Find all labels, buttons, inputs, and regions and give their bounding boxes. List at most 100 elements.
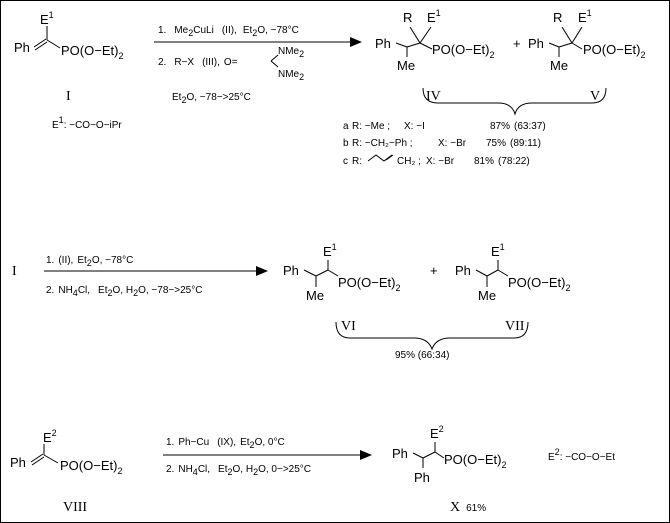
r-group: R: −Me ; — [352, 121, 390, 132]
phenyl-label: Ph — [392, 446, 408, 461]
compound-number: VI — [341, 319, 356, 334]
condition-step-1: 1.Me2CuLi(II),Et2O, −78°C — [158, 25, 299, 38]
bond — [486, 269, 499, 277]
arrowhead — [256, 266, 268, 276]
compound-vii: E1 Ph Me PO(O−Et)2 VII — [455, 242, 570, 334]
dimethylamino-label: NMe2 — [278, 46, 304, 59]
bond — [327, 269, 339, 277]
leaving-group: X: −Br — [426, 156, 455, 167]
compound-vi: E1 Ph Me PO(O−Et)2 VI — [283, 242, 400, 334]
result-row-a: a R: −Me ; X: −I 87% (63:37) — [343, 121, 546, 132]
bond — [409, 26, 421, 44]
bond — [412, 452, 424, 459]
bond — [303, 269, 317, 277]
condition-step-1: 1.Ph−Cu(IX),Et2O, 0°C — [166, 437, 285, 450]
r-group: R: — [352, 156, 362, 167]
phosphonate-label: PO(O−Et)2 — [508, 275, 570, 293]
r-label: R — [403, 10, 412, 25]
bond — [46, 39, 61, 49]
result-row-b: b R: −CH₂−Ph ; X: −Br 75% (89:11) — [343, 138, 541, 149]
leaving-group: X: −Br — [438, 138, 467, 149]
bond — [419, 42, 433, 50]
compound-i: Ph E1 PO(O−Et)2 I — [14, 10, 123, 104]
scheme-1: Ph E1 PO(O−Et)2 I E1: −CO−O−iPr 1.Me2CuL… — [14, 8, 645, 167]
phosphonate-label: PO(O−Et)2 — [583, 42, 645, 60]
phenyl-label: Ph — [14, 40, 30, 55]
compound-iv: R E1 Ph Me PO(O−Et)2 IV — [375, 8, 494, 104]
ratio: (89:11) — [510, 138, 541, 149]
combined-yield: 95% (66:34) — [395, 350, 449, 361]
condition-step-2: 2.R−X(III),O= — [158, 57, 238, 68]
arrowhead — [350, 37, 362, 47]
e-label: E1 — [427, 8, 441, 25]
scheme-2: I 1.(II),Et2O, −78°C 2.NH4Cl,Et2O, H2O, … — [12, 242, 570, 361]
compound-number: I — [12, 264, 17, 279]
bond — [43, 454, 59, 464]
scheme-3: Ph E2 PO(O−Et)2 VIII 1.Ph−Cu(IX),Et2O, 0… — [10, 424, 615, 515]
results-list: a R: −Me ; X: −I 87% (63:37) b R: −CH₂−P… — [343, 121, 546, 167]
phosphonate-label: PO(O−Et)2 — [444, 452, 506, 470]
yield: 87% — [490, 121, 510, 132]
compound-number: VII — [505, 319, 525, 334]
condition-step-1: 1.(II),Et2O, −78°C — [46, 255, 133, 268]
e-label: E2 — [430, 424, 444, 441]
e2-definition: E2: −CO−O−Et — [548, 447, 615, 463]
e1-definition: E1: −CO−O−iPr — [52, 115, 122, 131]
bond — [270, 60, 279, 68]
bond — [406, 42, 421, 48]
bond — [434, 451, 445, 459]
bond — [548, 42, 560, 48]
compound-number: VIII — [63, 500, 87, 515]
compound-number: IV — [426, 89, 441, 104]
yield: 75% — [486, 138, 506, 149]
e-label: E2 — [43, 428, 57, 445]
plus-sign: + — [430, 263, 438, 278]
methyl-label: Me — [397, 58, 415, 73]
condition-step-2: 2.NH4Cl,Et2O, H2O, 0−>25°C — [166, 464, 311, 477]
condition-step-3: Et2O, −78−>25°C — [172, 92, 251, 105]
bond — [33, 38, 47, 48]
phenyl-label: Ph — [10, 455, 26, 470]
bond — [561, 26, 573, 44]
methyl-label: Me — [550, 58, 568, 73]
bond — [571, 26, 583, 44]
entry-tag: c — [343, 156, 348, 167]
e-label: E1 — [323, 242, 337, 259]
bond — [422, 451, 436, 459]
plus-sign: + — [513, 36, 521, 51]
bond — [30, 453, 44, 463]
result-row-c: c R: CH₂ ; X: −Br 81% (78:22) — [343, 154, 530, 167]
compound-v: R E1 Ph Me PO(O−Et)2 V — [528, 8, 645, 104]
methyl-label: Me — [306, 288, 324, 303]
bond-double — [31, 456, 45, 466]
ratio: (78:22) — [498, 156, 530, 167]
r-label: R — [553, 10, 562, 25]
bond-double — [34, 41, 48, 51]
bond — [558, 42, 573, 48]
r-group-tail: CH₂ ; — [397, 156, 421, 167]
phenyl-label: Ph — [455, 263, 471, 278]
compound-number: V — [590, 89, 600, 104]
bond — [315, 269, 329, 277]
dimethylamino-label: NMe2 — [278, 69, 304, 82]
grouping-brace — [422, 87, 607, 116]
e-label: E1 — [491, 242, 505, 259]
yield: 81% — [474, 156, 494, 167]
bond — [419, 26, 432, 44]
phosphonate-label: PO(O−Et)2 — [338, 275, 400, 293]
bond — [395, 42, 408, 48]
phosphonate-label: PO(O−Et)2 — [60, 458, 122, 476]
arrowhead — [360, 450, 372, 460]
phenyl-label: Ph — [283, 263, 299, 278]
r-group: R: −CH₂−Ph ; — [352, 138, 413, 149]
leaving-group: X: −I — [404, 121, 425, 132]
phenyl-label: Ph — [414, 470, 430, 485]
phenyl-label: Ph — [528, 36, 544, 51]
allyl-bond-lines — [367, 154, 394, 162]
bond — [571, 42, 583, 50]
